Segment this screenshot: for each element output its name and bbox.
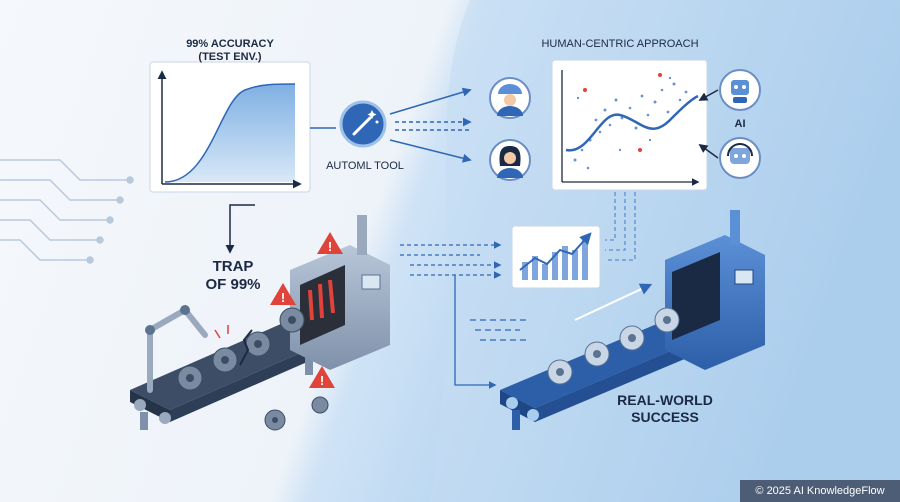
trap-label-line2: OF 99% bbox=[205, 276, 261, 293]
success-label-line1: REAL-WORLD bbox=[617, 392, 713, 408]
human-centric-label: HUMAN-CENTRIC APPROACH bbox=[541, 38, 699, 50]
automl-label: AUTOML TOOL bbox=[326, 160, 404, 172]
svg-text:!: ! bbox=[320, 373, 324, 388]
middle-arrows bbox=[400, 241, 530, 389]
trap-label-line1: TRAP bbox=[212, 258, 254, 275]
trap-arrow bbox=[225, 204, 255, 254]
human-centric-panel bbox=[551, 59, 708, 191]
accuracy-chart-panel bbox=[149, 61, 311, 193]
warning-icon: ! bbox=[309, 366, 335, 388]
robot-icon bbox=[719, 69, 761, 111]
ai-label: AI bbox=[734, 118, 746, 130]
ai-arrows bbox=[698, 89, 719, 159]
circuit-lines bbox=[0, 159, 134, 264]
data-flow-lines bbox=[605, 192, 636, 261]
svg-text:!: ! bbox=[281, 290, 285, 305]
warning-icon: ! bbox=[317, 232, 343, 254]
svg-text:!: ! bbox=[328, 239, 332, 254]
automl-arrows bbox=[310, 87, 472, 163]
footer-copyright: © 2025 AI KnowledgeFlow bbox=[740, 480, 900, 502]
scatter-points bbox=[573, 76, 688, 170]
accuracy-title: 99% ACCURACY (TEST ENV.) bbox=[160, 38, 300, 64]
trap-label: TRAP OF 99% bbox=[188, 258, 278, 294]
broken-machine bbox=[130, 215, 390, 431]
magic-wand-icon bbox=[352, 110, 379, 136]
accuracy-title-line2: (TEST ENV.) bbox=[198, 51, 262, 63]
trend-chart-panel bbox=[511, 225, 601, 289]
success-machine bbox=[500, 210, 765, 430]
success-label-line2: SUCCESS bbox=[631, 409, 699, 425]
warning-icon: ! bbox=[270, 283, 296, 305]
female-user-icon bbox=[489, 139, 531, 181]
robot-headset-icon bbox=[719, 137, 761, 179]
automl-tool bbox=[339, 100, 387, 148]
success-label: REAL-WORLD SUCCESS bbox=[600, 392, 730, 426]
accuracy-title-line1: 99% ACCURACY bbox=[186, 38, 274, 50]
worker-icon bbox=[489, 77, 531, 119]
